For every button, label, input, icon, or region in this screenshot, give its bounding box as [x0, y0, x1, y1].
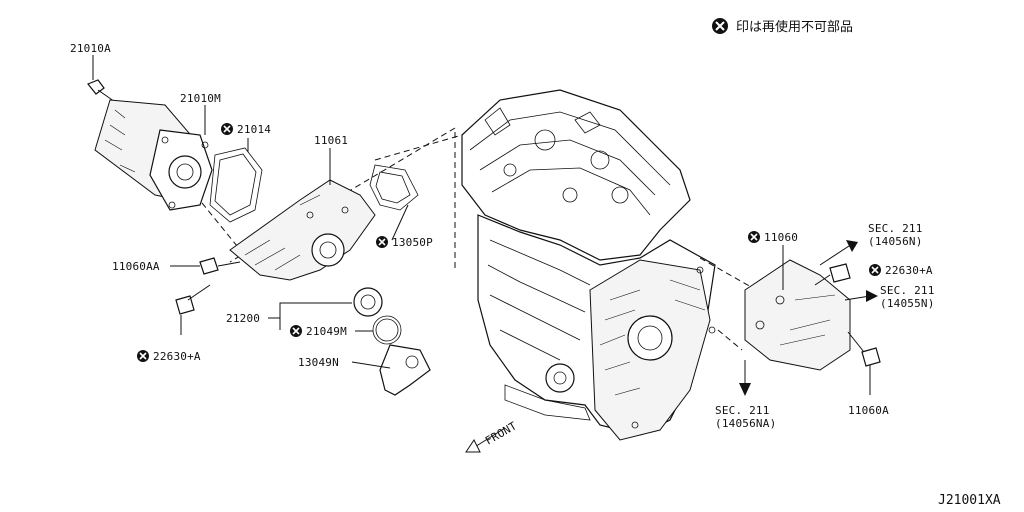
drawing-number: J21001XA — [938, 493, 1001, 508]
thermostat-housing-11061 — [229, 179, 376, 281]
crossed-circle-icon — [712, 18, 728, 34]
label-sec-14056na-line2: (14056NA) — [715, 417, 776, 430]
label-21014: 21014 — [237, 123, 271, 136]
gasket-13050P — [369, 164, 419, 211]
sec-arrows — [739, 240, 878, 396]
nonreusable-markers — [137, 123, 881, 362]
label-21049M: 21049M — [306, 325, 347, 338]
label-13049N: 13049N — [298, 356, 339, 369]
label-22630A-right: 22630+A — [885, 264, 933, 277]
legend: 印は再使用不可部品 — [712, 18, 853, 35]
sensor-22630A-left — [175, 284, 211, 315]
thermostat-21200 — [353, 287, 383, 317]
label-11060: 11060 — [764, 231, 798, 244]
leader-lines — [92, 55, 871, 395]
o-ring-21049M — [372, 315, 402, 345]
crossed-circle-icon — [748, 231, 760, 243]
label-21200: 21200 — [226, 312, 260, 325]
label-21010A: 21010A — [70, 42, 111, 55]
crossed-circle-icon — [290, 325, 302, 337]
label-13050P: 13050P — [392, 236, 433, 249]
crossed-circle-icon — [137, 350, 149, 362]
front-label: FRONT — [483, 419, 519, 447]
water-pump-21010M — [94, 99, 213, 211]
front-direction-arrow: FRONT — [465, 419, 519, 453]
label-11060A: 11060A — [848, 404, 889, 417]
label-sec-14056n-line2: (14056N) — [868, 235, 923, 248]
bracket-11060 — [744, 259, 851, 371]
label-21010M: 21010M — [180, 92, 221, 105]
label-22630A-left: 22630+A — [153, 350, 201, 363]
label-sec-14055n-line2: (14055N) — [880, 297, 935, 310]
part-labels: 21010A 21010M 21014 11061 13050P 11060AA… — [70, 42, 935, 430]
label-sec-14055n-line1: SEC. 211 — [880, 284, 935, 297]
label-sec-14056na-line1: SEC. 211 — [715, 404, 770, 417]
sensor-22630A-right — [814, 263, 851, 286]
bolt-11060A — [847, 331, 881, 367]
crossed-circle-icon — [221, 123, 233, 135]
engine-assembly-illustration — [461, 89, 716, 441]
crossed-circle-icon — [869, 264, 881, 276]
label-11060AA: 11060AA — [112, 260, 160, 273]
water-inlet-13049N — [379, 344, 431, 396]
bolt-11060AA — [199, 257, 241, 275]
label-sec-14056n-line1: SEC. 211 — [868, 222, 923, 235]
label-11061: 11061 — [314, 134, 348, 147]
crossed-circle-icon — [376, 236, 388, 248]
gasket-21014 — [209, 147, 263, 223]
legend-text: 印は再使用不可部品 — [736, 19, 853, 35]
